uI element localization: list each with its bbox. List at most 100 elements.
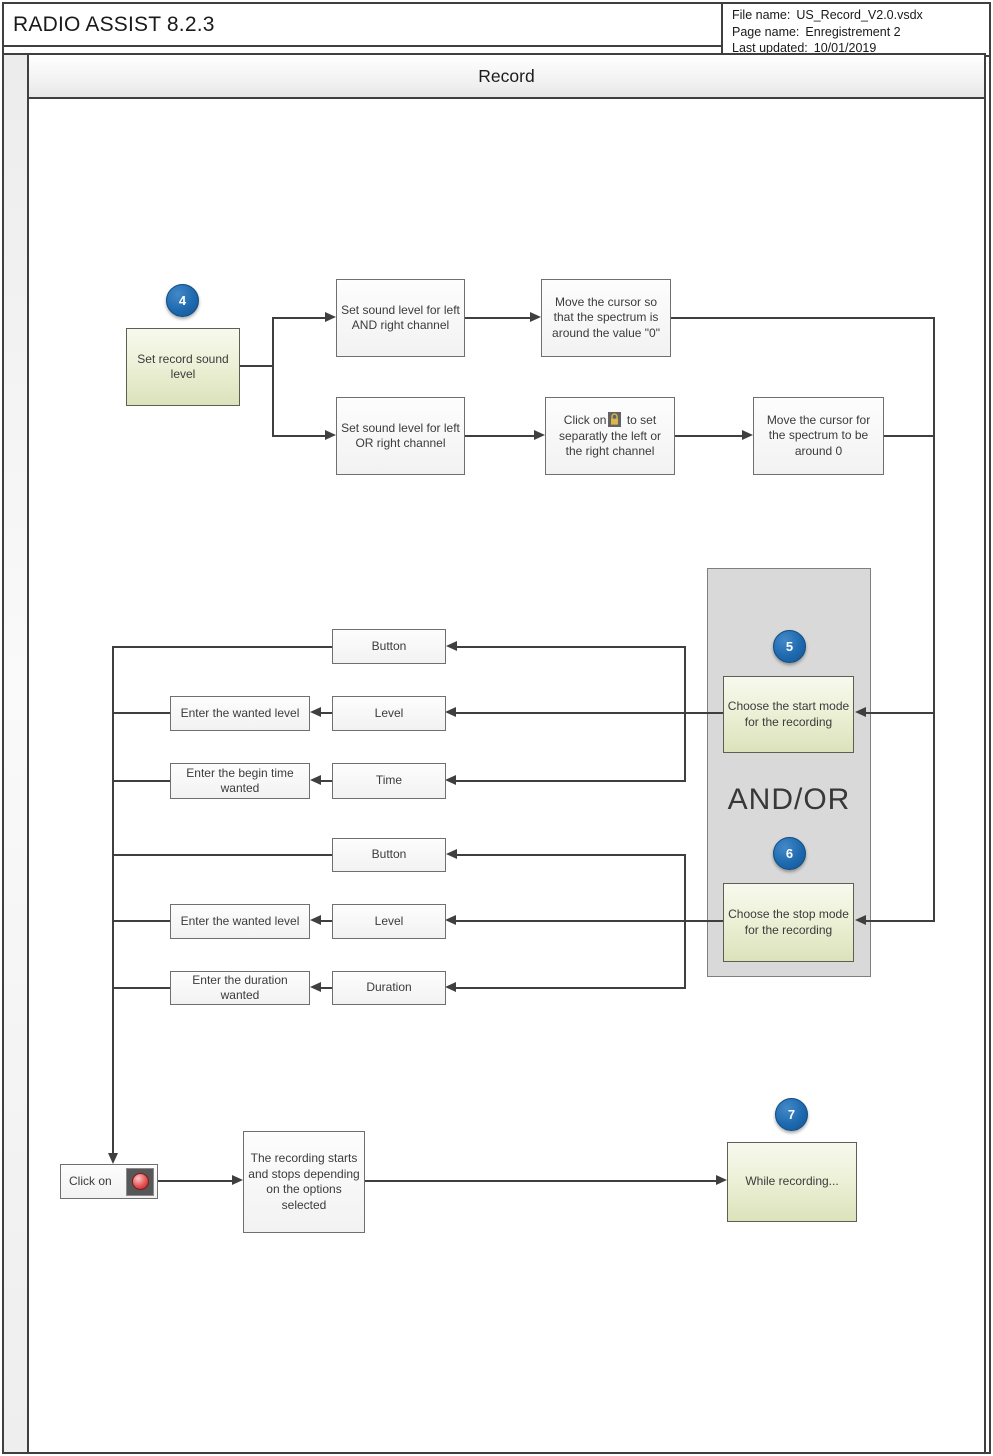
node-label: Button — [371, 638, 407, 653]
node-label: Set sound level for left OR right channe… — [341, 420, 460, 451]
node-label: Time — [375, 773, 403, 788]
node-enter-begin-time: Enter the begin time wanted — [170, 763, 310, 799]
flow-line — [112, 987, 170, 989]
flow-line — [465, 435, 534, 437]
page-name-row: Page name: Enregistrement 2 — [732, 24, 989, 41]
flow-line — [158, 1180, 232, 1182]
node-stop-level: Level — [332, 904, 446, 939]
flow-line — [112, 712, 170, 714]
and-or-label: AND/OR — [727, 783, 851, 816]
flow-line — [456, 920, 723, 922]
click-lock-text-before: Click on — [563, 413, 607, 428]
node-label: Set record sound level — [137, 351, 229, 382]
flow-line — [457, 854, 686, 856]
node-enter-wanted-level-start: Enter the wanted level — [170, 696, 310, 731]
arrowhead — [445, 982, 456, 992]
step-badge-4: 4 — [166, 284, 199, 317]
flow-line — [671, 317, 935, 319]
node-label: Enter the wanted level — [180, 705, 300, 720]
file-name-value: US_Record_V2.0.vsdx — [796, 8, 923, 22]
flow-line — [884, 435, 935, 437]
flow-line — [866, 712, 935, 714]
node-label: Duration — [366, 980, 412, 995]
flow-line — [321, 780, 332, 782]
flow-line — [112, 780, 170, 782]
node-label: Click on to set separatly the left or th… — [549, 412, 671, 460]
node-click-on-record: Click on — [60, 1164, 158, 1199]
node-label: Choose the start mode for the recording — [727, 699, 850, 729]
node-label: Move the cursor for the spectrum to be a… — [766, 412, 871, 458]
node-click-on-lock: Click on to set separatly the left or th… — [545, 397, 675, 475]
page-name-value: Enregistrement 2 — [805, 24, 901, 39]
flow-line — [112, 920, 170, 922]
node-start-button: Button — [332, 629, 446, 664]
node-label: Enter the duration wanted — [192, 972, 288, 1003]
arrowhead — [232, 1175, 243, 1185]
flow-line — [272, 317, 325, 319]
app-title-bar: RADIO ASSIST 8.2.3 — [2, 2, 723, 47]
arrowhead — [446, 849, 457, 859]
file-name-row: File name: US_Record_V2.0.vsdx — [732, 7, 989, 24]
node-stop-duration: Duration — [332, 971, 446, 1005]
arrowhead — [445, 915, 456, 925]
node-move-cursor-value-0: Move the cursor so that the spectrum is … — [541, 279, 671, 357]
node-move-cursor-around-0: Move the cursor for the spectrum to be a… — [753, 397, 884, 475]
flow-line — [675, 435, 742, 437]
page-name-label: Page name: — [732, 24, 800, 39]
last-updated-row: Last updated:10/01/2019 — [732, 40, 989, 57]
arrowhead — [530, 312, 541, 322]
arrowhead — [325, 312, 336, 322]
arrowhead — [108, 1153, 118, 1164]
record-dot — [131, 1173, 149, 1190]
flow-line — [365, 1180, 716, 1182]
node-set-sound-level-and: Set sound level for left AND right chann… — [336, 279, 465, 357]
node-label: Enter the begin time wanted — [186, 765, 294, 796]
file-name-label: File name: — [732, 8, 791, 22]
flow-line — [272, 317, 274, 437]
arrowhead — [310, 982, 321, 992]
arrowhead — [310, 915, 321, 925]
step-badge-5: 5 — [773, 630, 806, 663]
file-info-block: File name: US_Record_V2.0.vsdx Page name:… — [721, 2, 991, 57]
node-label: Enter the wanted level — [180, 913, 300, 928]
left-swimlane-strip — [2, 53, 29, 1454]
flow-line — [465, 317, 530, 319]
page-title: Record — [27, 53, 986, 99]
node-stop-button: Button — [332, 838, 446, 872]
step-badge-7: 7 — [775, 1098, 808, 1131]
node-while-recording: While recording... — [727, 1142, 857, 1222]
flow-line — [321, 920, 332, 922]
arrowhead — [855, 915, 866, 925]
node-label: Level — [374, 705, 404, 720]
arrowhead — [445, 775, 456, 785]
arrowhead — [742, 430, 753, 440]
click-lock-text-after: to set separatly the left or the right c… — [558, 413, 662, 459]
flow-line — [112, 646, 332, 648]
arrowhead — [310, 707, 321, 717]
flow-line — [866, 920, 935, 922]
node-set-sound-level-or: Set sound level for left OR right channe… — [336, 397, 465, 475]
lock-icon — [608, 412, 622, 428]
arrowhead — [534, 430, 545, 440]
node-choose-stop-mode: Choose the stop mode for the recording — [723, 883, 854, 962]
arrowhead — [855, 707, 866, 717]
step-badge-6: 6 — [773, 837, 806, 870]
node-start-time: Time — [332, 763, 446, 799]
app-title: RADIO ASSIST 8.2.3 — [13, 12, 215, 36]
node-start-level: Level — [332, 696, 446, 731]
flow-line — [456, 987, 686, 989]
node-label: Move the cursor so that the spectrum is … — [552, 294, 660, 340]
node-choose-start-mode: Choose the start mode for the recording — [723, 676, 854, 753]
node-label: Level — [374, 913, 404, 928]
arrowhead — [445, 707, 456, 717]
arrowhead — [325, 430, 336, 440]
arrowhead — [446, 641, 457, 651]
node-label: Choose the stop mode for the recording — [728, 907, 849, 937]
flow-line — [684, 646, 686, 782]
arrowhead — [310, 775, 321, 785]
flow-line — [456, 780, 686, 782]
last-updated-value: 10/01/2019 — [813, 41, 877, 55]
node-label: While recording... — [745, 1174, 839, 1189]
node-recording-starts-stops: The recording starts and stops depending… — [243, 1131, 365, 1233]
